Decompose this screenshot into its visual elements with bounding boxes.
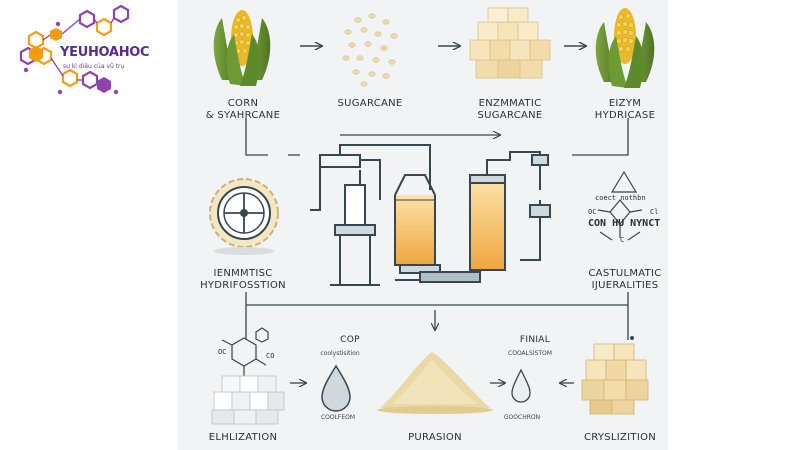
connector-lines [245,118,629,383]
chem-cl: Cl [650,208,659,216]
annotation-final: FINIAL [519,335,551,345]
sugar-pile-icon [377,352,493,414]
gear-icon [209,178,279,255]
hexagon-molecule-icon [221,327,269,376]
corn-icon [213,10,271,86]
white-cubes-icon [211,375,285,425]
label-elhlization: ELHLIZATION [208,432,278,443]
chem-formula: CON HU NYNCT [588,218,661,229]
logo: YEUHOAHOC sự kì diệu của vũ trụ [0,0,150,100]
chem-c: C [620,236,625,244]
water-drop-icon [321,364,351,412]
annotation-final-drop: GOOCHRON [503,414,541,421]
label-cryslization: CRYSLIZITION [583,432,657,443]
label-eizym: EIZYM HYDRICASE [594,98,656,121]
chem-note: coect nothbn [595,194,646,202]
reactor-apparatus [310,144,551,286]
drop-icons [321,364,531,412]
hex-co: CO [266,352,275,360]
chem-structure-icon [597,170,643,241]
sugar-cubes-icon [469,7,551,79]
label-purasion: PURASION [408,432,462,443]
annotation-final-sub: COOALSISTOM [508,350,552,357]
chem-oc: OC [588,208,597,216]
sugar-grains-icon [342,13,398,87]
label-sugarcane: SUGARCANE [337,98,403,109]
small-drop-icon [511,368,531,403]
hex-oc: OC [218,348,227,356]
golden-cubes-icon [581,336,649,415]
annotation-cop-sub: coolystisition [320,350,360,357]
label-corn: CORN & SYAHRCANE [205,98,281,121]
annotation-cop: COP [340,335,360,345]
logo-hexagons-icon [19,4,130,95]
label-enmmtisc: IENMMTISC HYDRIFOSSTION [200,268,286,291]
label-enzymatic-sugarcane: ENZMMATIC SUGARCANE [477,98,543,121]
logo-tagline: sự kì diệu của vũ trụ [63,63,125,70]
label-castulmatic: CASTULMATIC IJUERALITIES [588,268,662,291]
annotation-cop-drop: COOLFEOM [320,414,356,421]
logo-name: YEUHOAHOC [60,45,150,60]
corn-plant-icon [595,8,655,88]
